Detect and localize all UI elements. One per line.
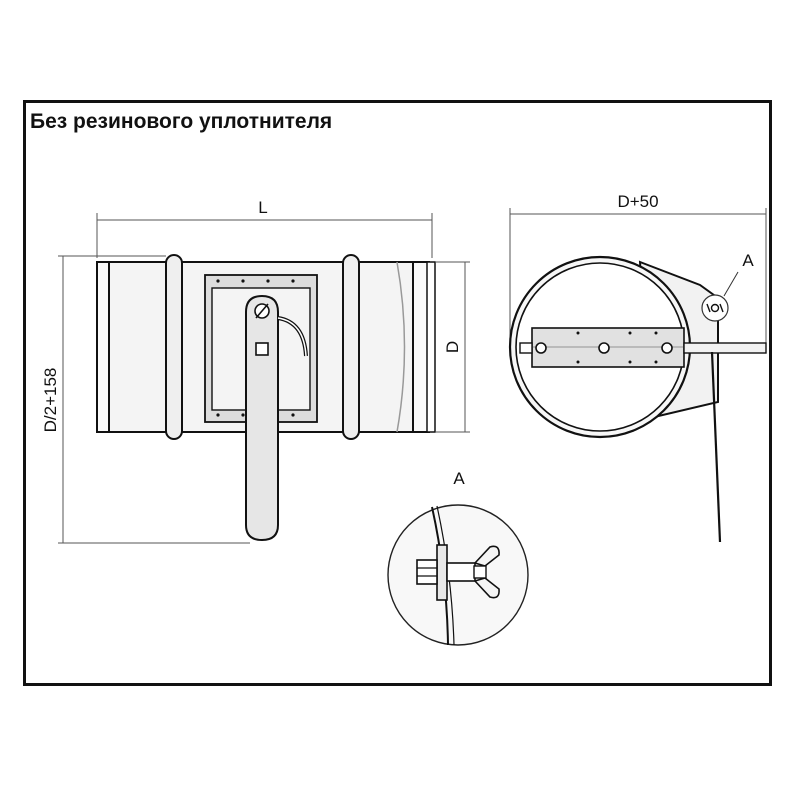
spigot-end	[426, 261, 436, 433]
detail-a-label: A	[453, 469, 465, 488]
shaft-right	[683, 342, 767, 354]
side-view: L D	[41, 198, 470, 544]
dimension-width: D+50	[509, 192, 767, 345]
front-view: D+50 A	[508, 192, 767, 543]
callout-a-label: A	[742, 251, 754, 270]
handle-lever	[710, 351, 722, 543]
dimension-height: D/2+158	[41, 255, 250, 544]
dimension-height-label: D/2+158	[41, 368, 60, 433]
shaft-left	[519, 342, 533, 354]
dimension-diameter: D	[436, 261, 470, 433]
drawing-frame	[23, 100, 772, 686]
dimension-length: L	[96, 198, 433, 258]
callout-a: A	[701, 251, 754, 322]
dimension-length-label: L	[258, 198, 267, 217]
control-handle	[245, 294, 308, 542]
blade-plate	[531, 327, 685, 368]
drawing-title: Без резинового уплотнителя	[30, 110, 333, 133]
dimension-diameter-label: D	[443, 341, 462, 353]
detail-view-a: A	[387, 469, 529, 646]
lock-square	[255, 342, 269, 356]
dimension-width-label: D+50	[617, 192, 658, 211]
